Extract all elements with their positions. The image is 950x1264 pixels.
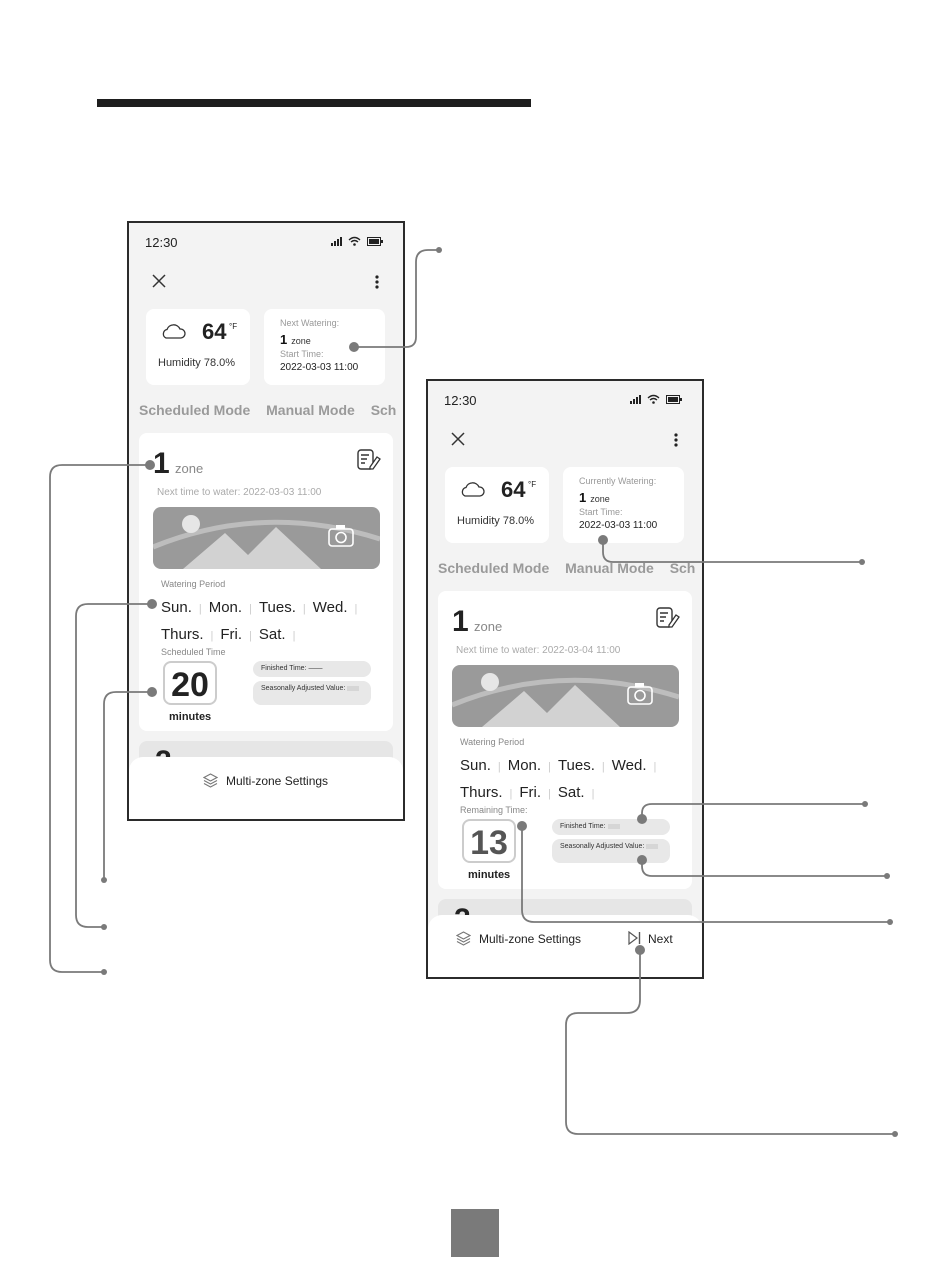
- multizone-settings-button[interactable]: Multi-zone Settings: [226, 774, 329, 788]
- tab-manual-mode[interactable]: Manual Mode: [266, 402, 355, 418]
- close-icon[interactable]: [151, 273, 167, 289]
- zone-photo-placeholder[interactable]: [153, 507, 380, 569]
- status-bar: 12:30: [145, 235, 383, 251]
- minutes-word: minutes: [169, 711, 212, 723]
- day-sat[interactable]: Sat.: [557, 784, 585, 801]
- seasonal-adjust-pill: Seasonally Adjusted Value:: [253, 681, 371, 705]
- watering-days: Sun.|Mon.|Tues.|Wed.| Thurs.|Fri.|Sat.|: [460, 753, 690, 807]
- day-thurs[interactable]: Thurs.: [460, 784, 503, 801]
- tab-schedule-partial[interactable]: Sch: [370, 402, 397, 418]
- temperature-unit: °F: [528, 480, 537, 489]
- weather-card: 64 °F Humidity 78.0%: [146, 309, 250, 385]
- watering-label: Currently Watering:: [579, 476, 657, 486]
- zone-word: zone: [175, 461, 204, 476]
- close-icon[interactable]: [450, 431, 466, 447]
- day-wed[interactable]: Wed.: [611, 757, 647, 774]
- day-wed[interactable]: Wed.: [312, 599, 348, 616]
- temperature: 64: [501, 477, 526, 502]
- next-time-to-water: Next time to water: 2022-03-04 11:00: [456, 645, 621, 656]
- zone-number: 1: [452, 605, 469, 638]
- battery-icon: [666, 394, 682, 404]
- finished-time-pill: Finished Time:: [552, 819, 670, 835]
- mode-tabs: Scheduled Mode Manual Mode Sch: [139, 402, 403, 418]
- status-bar: 12:30: [444, 393, 682, 409]
- minutes-word: minutes: [468, 869, 511, 881]
- layers-icon[interactable]: [456, 931, 471, 946]
- header-rule: [97, 99, 531, 107]
- multizone-settings-button[interactable]: Multi-zone Settings: [479, 932, 582, 946]
- zone-card[interactable]: 1 zone Next time to water: 2022-03-03 11…: [139, 433, 393, 731]
- edit-icon[interactable]: [656, 607, 680, 629]
- next-time-to-water: Next time to water: 2022-03-03 11:00: [157, 487, 322, 498]
- phone-screen-next-watering: 12:30 64 °F Humidity 78.0% Next Watering…: [127, 221, 405, 821]
- battery-icon: [367, 236, 383, 246]
- signal-icon: [331, 236, 342, 246]
- zone-card[interactable]: 1 zone Next time to water: 2022-03-04 11…: [438, 591, 692, 889]
- cloud-icon: [162, 324, 186, 339]
- day-fri[interactable]: Fri.: [519, 784, 542, 801]
- day-thurs[interactable]: Thurs.: [161, 626, 204, 643]
- status-time: 12:30: [444, 393, 477, 408]
- temperature: 64: [202, 319, 227, 344]
- day-mon[interactable]: Mon.: [208, 599, 243, 616]
- tab-manual-mode[interactable]: Manual Mode: [565, 560, 654, 576]
- next-button[interactable]: Next: [648, 932, 673, 946]
- zone-photo-placeholder[interactable]: [452, 665, 679, 727]
- bottom-bar: Multi-zone Settings Next: [428, 915, 702, 977]
- humidity: Humidity 78.0%: [158, 357, 236, 369]
- signal-icon: [630, 394, 641, 404]
- day-mon[interactable]: Mon.: [507, 757, 542, 774]
- scheduled-minutes[interactable]: 20: [163, 661, 217, 705]
- more-options-icon[interactable]: [674, 433, 678, 447]
- wifi-icon: [348, 236, 361, 246]
- cloud-icon: [461, 482, 485, 497]
- zone-word: zone: [474, 619, 503, 634]
- start-time-value: 2022-03-03 11:00: [579, 520, 658, 531]
- bottom-bar: Multi-zone Settings: [129, 757, 403, 819]
- day-tues[interactable]: Tues.: [557, 757, 595, 774]
- humidity: Humidity 78.0%: [457, 515, 535, 527]
- watering-period-label: Watering Period: [460, 737, 525, 747]
- layers-icon[interactable]: [203, 773, 218, 788]
- edit-icon[interactable]: [357, 449, 381, 471]
- start-time-label: Start Time:: [280, 349, 324, 359]
- day-sun[interactable]: Sun.: [161, 599, 192, 616]
- start-time-label: Start Time:: [579, 507, 623, 517]
- scheduled-time-label: Scheduled Time: [161, 647, 226, 657]
- status-time: 12:30: [145, 235, 178, 250]
- page-tab-marker: [451, 1209, 499, 1257]
- remaining-time-label: Remaining Time:: [460, 805, 528, 815]
- camera-icon: [328, 525, 354, 547]
- skip-next-icon[interactable]: [628, 931, 641, 945]
- day-sun[interactable]: Sun.: [460, 757, 491, 774]
- zone-number: 1: [153, 447, 170, 480]
- day-sat[interactable]: Sat.: [258, 626, 286, 643]
- tab-schedule-partial[interactable]: Sch: [669, 560, 696, 576]
- camera-icon: [627, 683, 653, 705]
- seasonal-adjust-pill: Seasonally Adjusted Value:: [552, 839, 670, 863]
- remaining-minutes: 13: [462, 819, 516, 863]
- mode-tabs: Scheduled Mode Manual Mode Sch: [438, 560, 702, 576]
- finished-time-pill: Finished Time: ——: [253, 661, 371, 677]
- phone-screen-currently-watering: 12:30 64 °F Humidity 78.0% Currently Wat…: [426, 379, 704, 979]
- tab-scheduled-mode[interactable]: Scheduled Mode: [438, 560, 550, 576]
- start-time-value: 2022-03-03 11:00: [280, 362, 359, 373]
- more-options-icon[interactable]: [375, 275, 379, 289]
- weather-card: 64 °F Humidity 78.0%: [445, 467, 549, 543]
- watering-period-label: Watering Period: [161, 579, 226, 589]
- tab-scheduled-mode[interactable]: Scheduled Mode: [139, 402, 251, 418]
- day-fri[interactable]: Fri.: [220, 626, 243, 643]
- watering-days: Sun.|Mon.|Tues.|Wed.| Thurs.|Fri.|Sat.|: [161, 595, 391, 649]
- watering-label: Next Watering:: [280, 318, 340, 328]
- wifi-icon: [647, 394, 660, 404]
- temperature-unit: °F: [229, 322, 238, 331]
- day-tues[interactable]: Tues.: [258, 599, 296, 616]
